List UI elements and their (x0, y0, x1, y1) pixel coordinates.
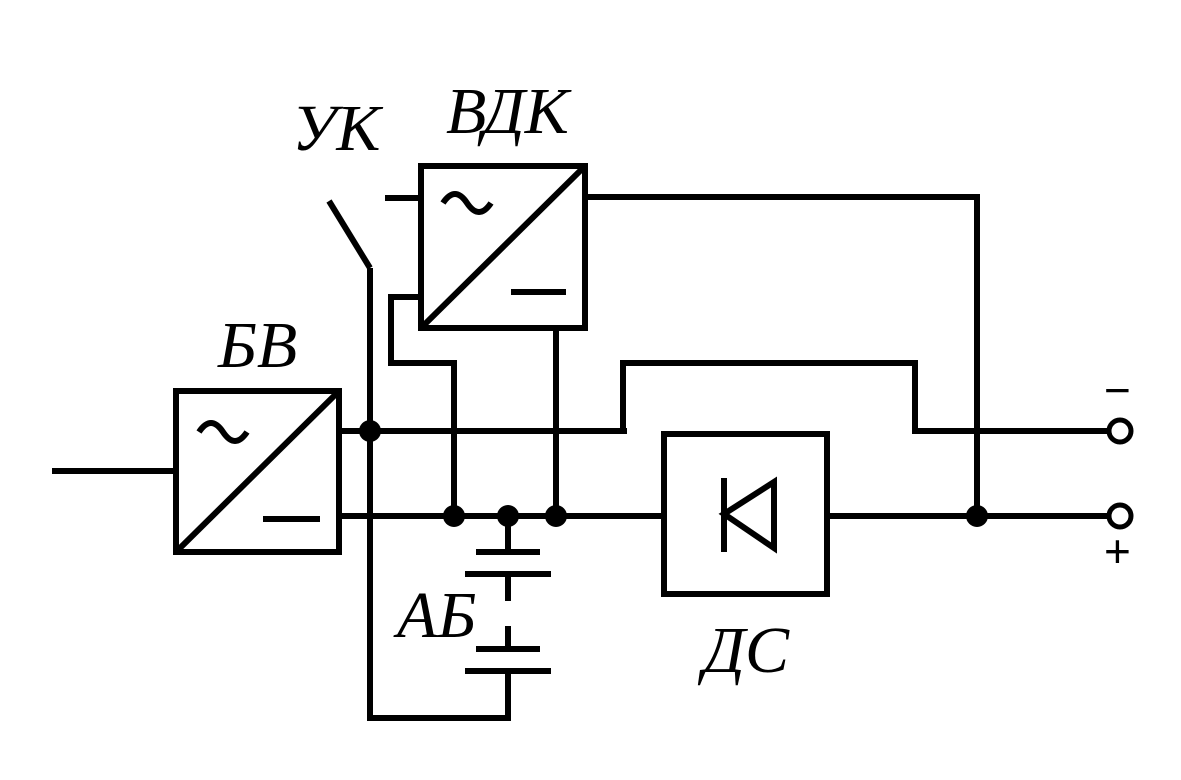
bv-ac-tilde-icon (196, 420, 250, 444)
bv-diagonal (175, 390, 340, 553)
uk-battery-wire (367, 268, 511, 721)
junction-dot-icon (966, 505, 988, 527)
minus-terminal-label: − (1104, 364, 1131, 416)
ds-label: ДС (697, 614, 790, 687)
plus-terminal-label: + (1104, 525, 1131, 577)
junction-dot-icon (359, 420, 381, 442)
vdk-diagonal (420, 165, 586, 329)
vdk-label: ВДК (446, 75, 572, 148)
vdk-converter-block (418, 163, 588, 331)
vdk-output-wire (585, 194, 980, 516)
uk-label: УК (292, 92, 383, 165)
vdk-lower-input-wire (388, 294, 457, 516)
plus-terminal-circle-icon (1106, 502, 1134, 530)
bv-label: БВ (217, 309, 297, 382)
junction-nodes (359, 420, 988, 527)
minus-terminal-circle-icon (1106, 417, 1134, 445)
diode-icon (718, 476, 777, 554)
ab-label: АБ (393, 579, 476, 652)
ds-diode-block (661, 431, 830, 597)
junction-dot-icon (443, 505, 465, 527)
switch-icon (326, 199, 373, 270)
vdk-ac-tilde-icon (440, 191, 494, 215)
bv-converter-block (173, 388, 342, 555)
junction-dot-icon (545, 505, 567, 527)
output-terminals (1106, 417, 1134, 530)
minus-bypass-wire (620, 360, 1117, 434)
junction-dot-icon (497, 505, 519, 527)
